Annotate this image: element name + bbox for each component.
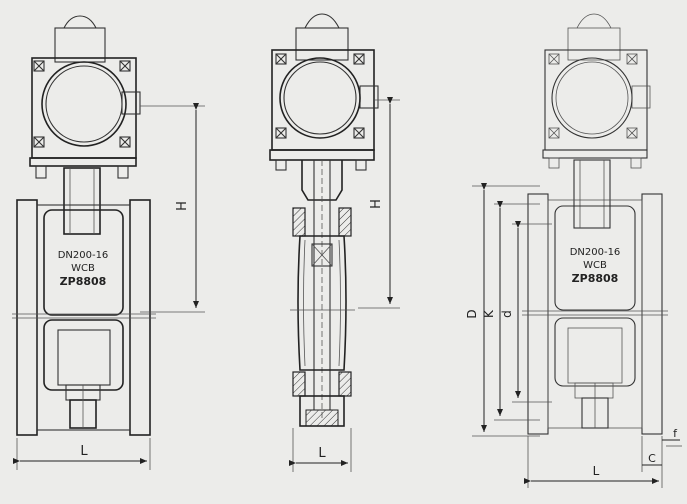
right-dim-d: d (500, 221, 552, 403)
front-dim-L-label: L (80, 444, 88, 459)
front-gear-cap (54, 15, 106, 63)
right-plate-model: DN200-16 (570, 247, 621, 258)
section-dim-L-label: L (318, 446, 326, 461)
front-view: DN200-16 WCB ZP8808 H L (12, 15, 205, 470)
right-neck (573, 159, 611, 229)
front-body (12, 199, 156, 436)
front-plate-code: ZP8808 (60, 275, 107, 288)
front-neck (63, 167, 101, 235)
right-dim-K: K (482, 201, 540, 421)
section-dim-H-label: H (369, 199, 384, 209)
right-dim-C: C (641, 436, 662, 472)
front-plate-model: DN200-16 (58, 250, 109, 261)
section-gear-cap (295, 13, 349, 61)
right-dim-d-label: d (500, 310, 514, 318)
right-dim-K-label: K (482, 309, 496, 318)
right-dim-f: f (662, 427, 682, 447)
right-dim-C-label: C (648, 452, 656, 465)
section-body (290, 207, 355, 427)
right-plate-material: WCB (583, 260, 607, 271)
right-body (522, 193, 668, 435)
right-nameplate: DN200-16 WCB ZP8808 (570, 247, 621, 285)
section-stem (301, 160, 343, 420)
section-dim-H: H (358, 97, 400, 309)
right-gear-cap (567, 13, 621, 61)
front-dim-L: L (13, 438, 151, 470)
right-gearbox (542, 49, 651, 169)
front-gearbox (29, 57, 141, 179)
section-dim-L: L (289, 428, 352, 472)
right-dim-f-label: f (673, 427, 678, 440)
right-dim-L: L (524, 436, 663, 488)
right-plate-code: ZP8808 (572, 272, 619, 285)
section-gearbox (269, 49, 379, 171)
front-dim-H-label: H (175, 201, 190, 211)
front-plate-material: WCB (71, 263, 95, 274)
front-nameplate: DN200-16 WCB ZP8808 (58, 250, 109, 288)
right-dim-D-label: D (465, 309, 479, 318)
right-dim-L-label: L (593, 464, 600, 478)
right-dim-D: D (465, 183, 540, 437)
right-view: DN200-16 WCB ZP8808 D K d L (465, 13, 682, 488)
section-view: H L (269, 13, 400, 472)
front-dim-H: H (140, 103, 205, 313)
